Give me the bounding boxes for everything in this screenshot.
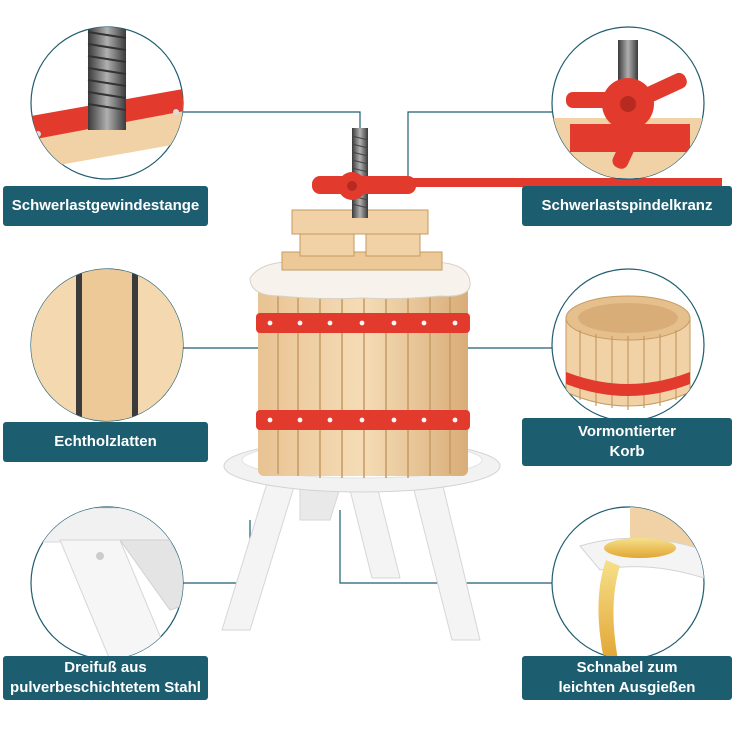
label-wood-slats: Echtholzlatten: [3, 422, 208, 462]
label-spindle-crank: Schwerlastspindelkranz: [522, 186, 732, 226]
label-threaded-rod-text: Schwerlastgewindestange: [11, 197, 200, 214]
label-tripod-line-2: pulverbeschichtetem Stahl: [10, 679, 201, 696]
label-tripod: Dreifuß aus pulverbeschichtetem Stahl: [3, 656, 208, 700]
label-threaded-rod: Schwerlastgewindestange: [3, 186, 208, 226]
tripod-leg-detail: [30, 506, 184, 660]
pressure-blocks: [281, 209, 443, 271]
label-spindle-crank-text: Schwerlastspindelkranz: [541, 197, 713, 214]
wood-slats-detail: [30, 268, 184, 422]
tripod-legs: [221, 479, 481, 641]
label-basket-line-2: Korb: [609, 443, 645, 460]
label-spout-line-2: leichten Ausgießen: [558, 679, 696, 696]
label-tripod-line-1: Dreifuß aus: [64, 659, 147, 676]
label-basket-line-1: Vormontierter: [577, 423, 677, 440]
label-wood-slats-text: Echtholzlatten: [54, 433, 157, 450]
fruit-press: [221, 128, 722, 641]
spindle-crank: [312, 172, 722, 200]
spout-pour-detail: [551, 506, 705, 660]
label-spout: Schnabel zum leichten Ausgießen: [522, 656, 732, 700]
spindle-crank-detail: [551, 26, 705, 180]
label-spout-line-1: Schnabel zum: [576, 659, 678, 676]
threaded-rod-detail: [30, 26, 184, 180]
basket-detail: [551, 268, 705, 422]
label-basket: Vormontierter Korb: [522, 418, 732, 466]
